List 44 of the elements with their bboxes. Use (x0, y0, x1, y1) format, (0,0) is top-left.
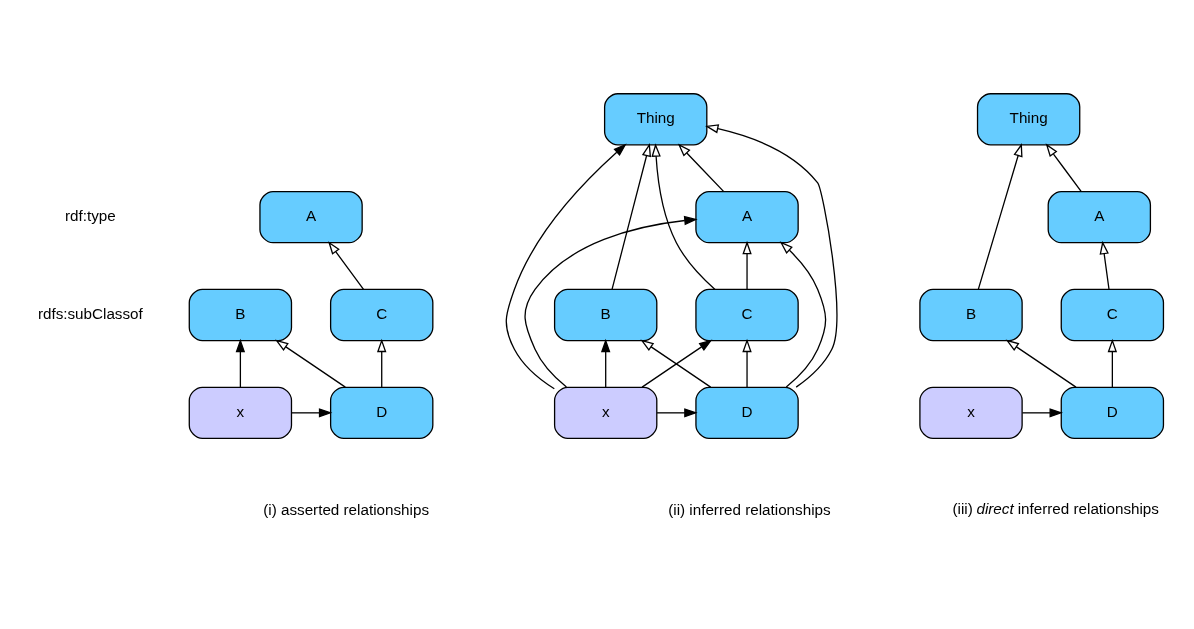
arrow (600, 338, 611, 388)
node-box: x (188, 386, 293, 439)
arrow (705, 123, 838, 388)
arrow (1005, 339, 1077, 388)
arrow (1099, 240, 1110, 290)
label: (iii) direct inferred relationships (952, 499, 1159, 517)
legend-label: rdfs:subClassof (37, 304, 143, 322)
node-box: B (553, 288, 658, 341)
label: (ii) inferred relationships (668, 500, 831, 518)
node-box: A (259, 190, 363, 243)
arrow (742, 240, 752, 290)
arrow (742, 338, 752, 388)
node-box: D (695, 386, 799, 439)
node-box: C (695, 288, 799, 341)
arrow (611, 142, 652, 290)
node-box: A (1047, 190, 1152, 243)
arrow (1107, 338, 1118, 388)
node-box: x (553, 386, 658, 439)
legend-label: rdf:type (64, 206, 116, 224)
node-box: Thing (603, 92, 708, 145)
arrow (651, 142, 716, 290)
node-box: Thing (976, 92, 1081, 145)
arrow (328, 240, 365, 290)
arrow (656, 407, 698, 418)
node-box: A (695, 190, 799, 243)
arrow (779, 240, 827, 388)
node-box: B (188, 288, 293, 341)
arrow (275, 339, 346, 388)
arrow (977, 142, 1023, 290)
node-box: D (1060, 386, 1165, 439)
arrow (505, 143, 627, 389)
arrow (291, 407, 333, 418)
arrow (1045, 142, 1082, 192)
node-box: B (919, 288, 1023, 341)
arrow (524, 215, 698, 388)
arrow (677, 143, 725, 192)
node-box: D (329, 386, 434, 439)
node-box: x (919, 386, 1023, 439)
arrow (1021, 407, 1063, 418)
arrow (377, 338, 387, 388)
node-box: C (1060, 288, 1165, 341)
label: (i) asserted relationships (263, 500, 430, 518)
node-box: C (329, 288, 434, 341)
arrow (235, 338, 246, 388)
